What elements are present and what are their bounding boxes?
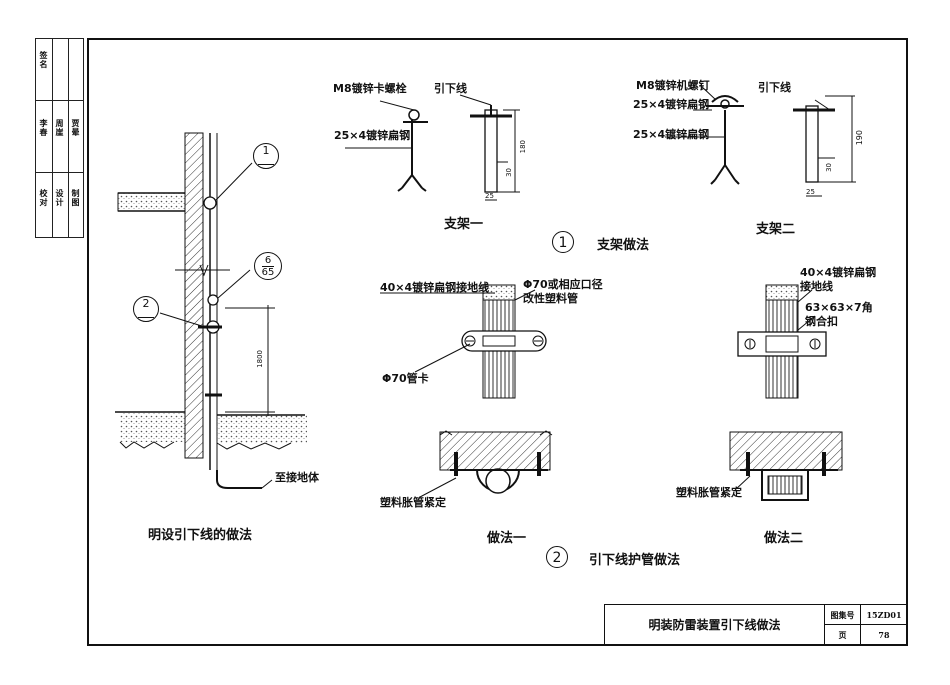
bracket2-flat-steel-label-1: 25×4镀锌扁钢 bbox=[633, 98, 710, 111]
left-detail-caption: 明设引下线的做法 bbox=[148, 528, 253, 543]
bracket1-caption: 支架一 bbox=[444, 217, 484, 232]
method2-flat-label: 40×4镀锌扁钢接地线 bbox=[800, 266, 877, 293]
bracket1-dim-180: 180 bbox=[519, 140, 527, 154]
stamp-role-3: 制图 bbox=[71, 189, 81, 207]
detail-marker-6-top: 6 bbox=[264, 255, 272, 266]
detail-marker-2: 2 bbox=[133, 296, 159, 322]
stamp-role-2: 设计 bbox=[55, 189, 65, 207]
bracket1-dim-30: 30 bbox=[505, 168, 513, 177]
bracket1-bolt-label: M8镀锌卡螺栓 bbox=[333, 82, 407, 95]
detail-marker-2-number: 2 bbox=[142, 297, 150, 310]
method1-expand-label: 塑料胀管紧定 bbox=[380, 496, 446, 509]
method2-angle-label: 63×63×7角钢合扣 bbox=[805, 301, 873, 328]
detail-marker-6-bottom: 65 bbox=[261, 266, 275, 278]
stamp-name-2: 周崖 bbox=[55, 119, 65, 137]
stamp-role-1: 校对 bbox=[39, 189, 49, 207]
bracket-two-drawing bbox=[665, 84, 856, 197]
detail-marker-1-number: 1 bbox=[262, 144, 270, 157]
dim-1800: 1800 bbox=[256, 350, 264, 368]
section1-number: 1 bbox=[558, 235, 568, 251]
atlas-value: 15ZD01 bbox=[861, 605, 907, 625]
bracket2-nail-label: M8镀锌机螺钉 bbox=[636, 79, 710, 92]
section1-title: 支架做法 bbox=[597, 238, 650, 253]
stamp-divider bbox=[52, 39, 53, 237]
bracket2-dim-25: 25 bbox=[806, 188, 815, 196]
section2-number: 2 bbox=[552, 550, 562, 566]
stamp-name-3: 贾晕 bbox=[71, 119, 81, 137]
title-block: 明装防雷装置引下线做法 图集号 15ZD01 页 78 bbox=[604, 604, 908, 646]
bracket2-down-label: 引下线 bbox=[758, 81, 791, 94]
title-block-title: 明装防雷装置引下线做法 bbox=[605, 605, 825, 645]
bracket1-flat-steel-label: 25×4镀锌扁钢 bbox=[334, 129, 411, 142]
method1-caption: 做法一 bbox=[487, 531, 527, 546]
section2-title: 引下线护管做法 bbox=[589, 553, 681, 568]
bracket2-caption: 支架二 bbox=[756, 222, 796, 237]
method-two-drawing bbox=[729, 284, 843, 501]
bracket1-down-label: 引下线 bbox=[434, 82, 467, 95]
section1-number-circle: 1 bbox=[552, 231, 574, 253]
stamp-row-sign bbox=[36, 39, 83, 101]
section2-number-circle: 2 bbox=[546, 546, 568, 568]
ground-label: 至接地体 bbox=[275, 471, 319, 484]
page-label: 页 bbox=[825, 625, 861, 645]
method2-caption: 做法二 bbox=[764, 531, 804, 546]
approval-stamp: 签名 李春 周崖 贾晕 校对 设计 制图 bbox=[35, 38, 84, 238]
stamp-sign: 签名 bbox=[39, 51, 49, 69]
page-value: 78 bbox=[878, 630, 890, 640]
method1-clamp-label: Φ70管卡 bbox=[382, 372, 429, 385]
method1-flat-label: 40×4镀锌扁钢接地线 bbox=[380, 281, 490, 294]
method2-expand-label: 塑料胀管紧定 bbox=[676, 486, 742, 499]
wall-detail bbox=[115, 132, 307, 489]
method-one-drawing bbox=[380, 284, 553, 498]
bracket1-dim-25: 25 bbox=[485, 192, 494, 200]
detail-marker-1: 1 bbox=[253, 143, 279, 169]
bracket2-dim-190: 190 bbox=[855, 130, 864, 146]
drawing-frame bbox=[87, 38, 908, 646]
bracket-one-drawing bbox=[345, 94, 520, 201]
stamp-divider bbox=[68, 39, 69, 237]
method1-pipe-label: Φ70或相应口径改性塑料管 bbox=[523, 278, 603, 305]
bracket2-flat-steel-label-2: 25×4镀锌扁钢 bbox=[633, 128, 710, 141]
stamp-row-names bbox=[36, 101, 83, 173]
bracket2-dim-30: 30 bbox=[825, 163, 833, 172]
atlas-label: 图集号 bbox=[825, 605, 861, 625]
stamp-name-1: 李春 bbox=[39, 119, 49, 137]
detail-marker-6: 6 65 bbox=[254, 252, 282, 280]
